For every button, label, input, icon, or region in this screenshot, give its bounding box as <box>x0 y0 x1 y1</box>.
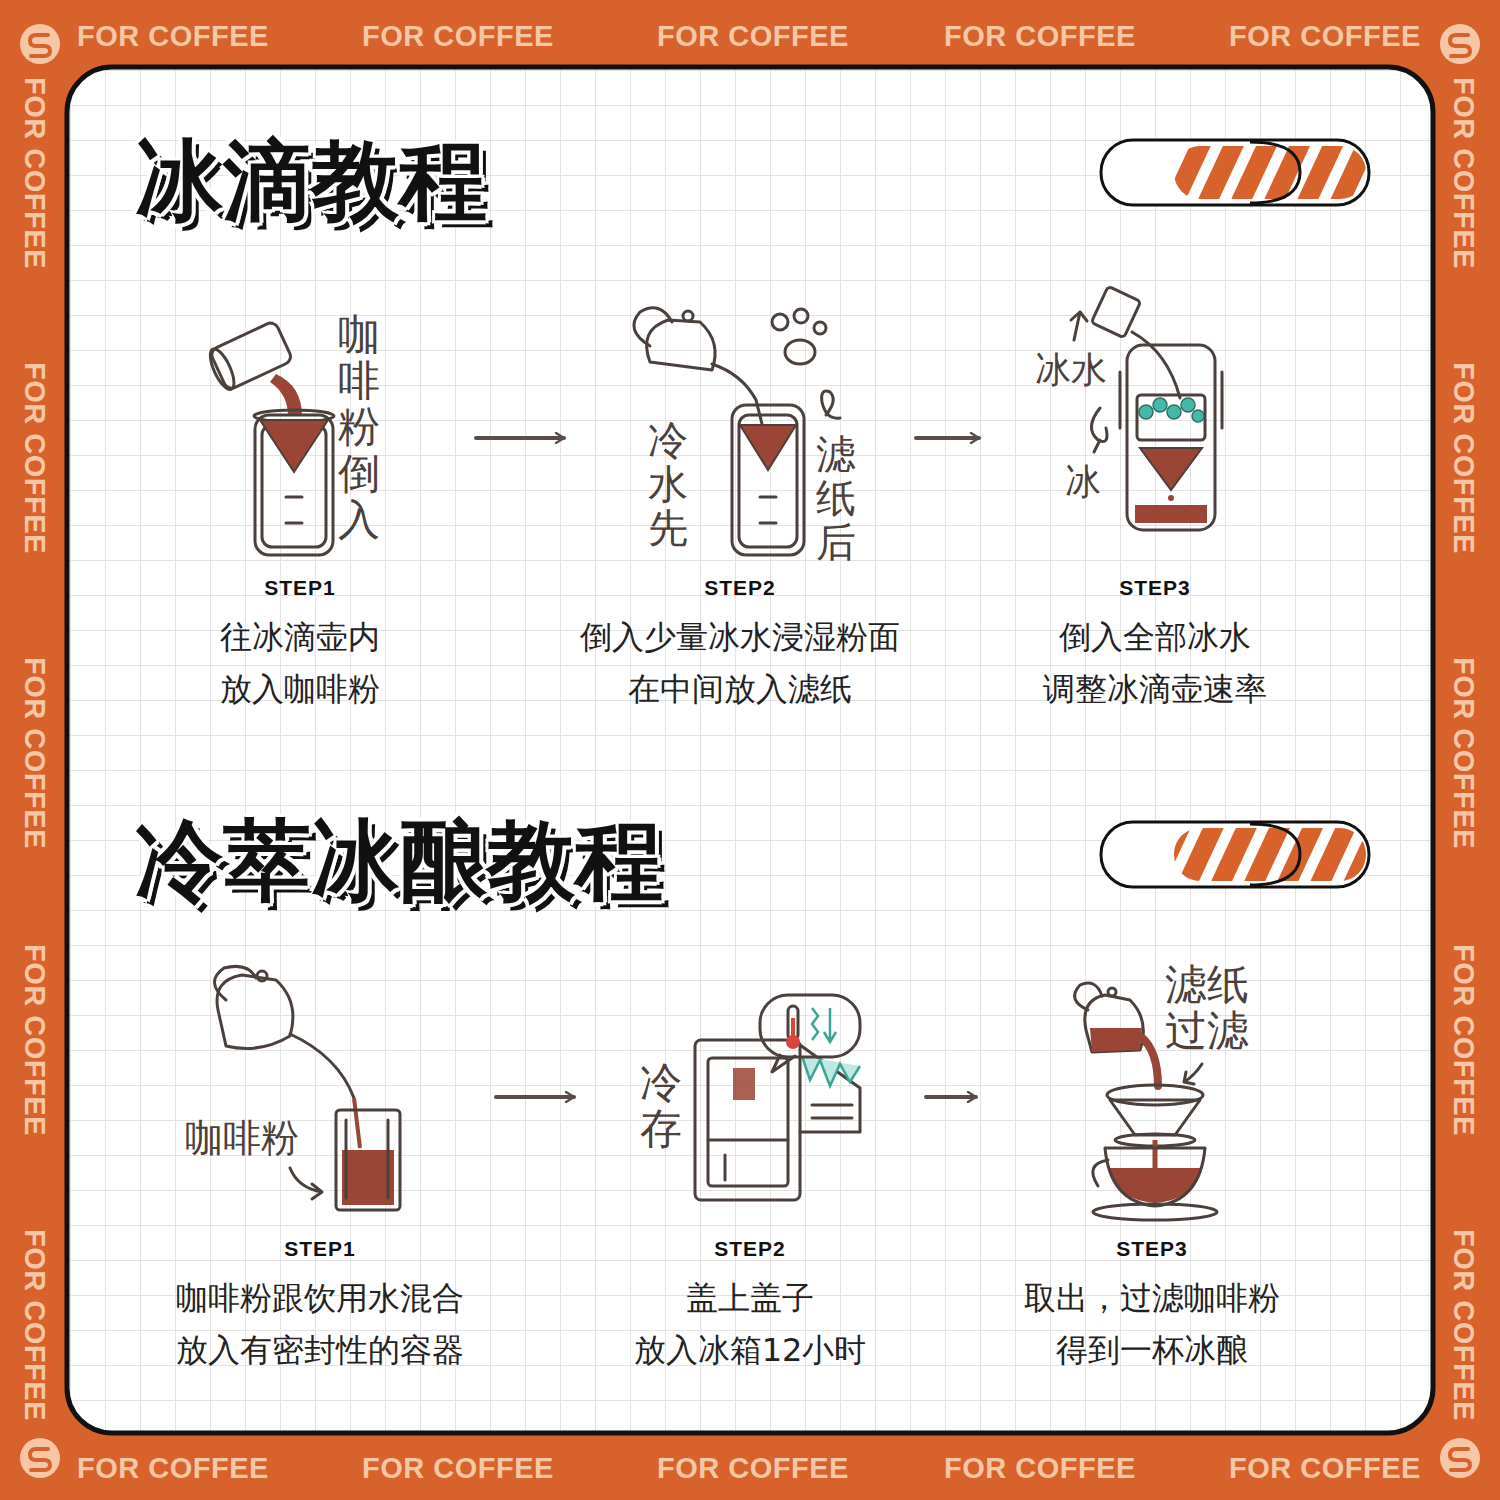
label-anchor: FOR COFFEE <box>1229 20 1421 53</box>
label-anchor: FOR COFFEE <box>77 20 269 53</box>
logo <box>20 24 1480 1478</box>
label-anchor: FOR COFFEE <box>18 1229 51 1421</box>
step-description: 倒入全部冰水 调整冰滴壶速率 <box>1043 611 1267 715</box>
label-anchor: FOR COFFEE <box>362 20 554 53</box>
watermark: FOR COFFEE <box>1447 944 1480 1136</box>
watermark: FOR COFFEE <box>77 20 269 53</box>
label-anchor: 滤纸 过滤 <box>1165 962 1249 1054</box>
step-card: STEP1 往冰滴壶内 放入咖啡粉 <box>130 290 470 721</box>
watermark: FOR COFFEE <box>1447 657 1480 849</box>
watermark: FOR COFFEE <box>18 657 51 849</box>
label-anchor: FOR COFFEE <box>1447 944 1480 1136</box>
step-label: STEP1 <box>130 575 470 601</box>
watermark: FOR COFFEE <box>944 1452 1136 1485</box>
label-anchor: FOR COFFEE <box>18 944 51 1136</box>
label-anchor: FOR COFFEE <box>1447 362 1480 554</box>
label-anchor: 冷水先 <box>648 418 688 550</box>
label-anchor: FOR COFFEE <box>1447 657 1480 849</box>
section-heading: 冰滴教程 <box>135 135 487 227</box>
step-card: STEP2 盖上盖子 放入冰箱12小时 <box>580 960 920 1382</box>
illustration <box>695 995 860 1200</box>
label-anchor: 冰水 <box>1035 350 1107 390</box>
label-anchor: FOR COFFEE <box>77 1452 269 1485</box>
step-card: STEP3 取出，过滤咖啡粉 得到一杯冰酿 <box>982 960 1322 1382</box>
handwritten-note: 滤纸后 <box>816 432 856 564</box>
watermark: FOR COFFEE <box>362 20 554 53</box>
label-anchor: FOR COFFEE <box>657 20 849 53</box>
step-label: STEP3 <box>982 1236 1322 1262</box>
label-anchor: FOR COFFEE <box>362 1452 554 1485</box>
step-description: 咖啡粉跟饮用水混合 放入有密封性的容器 <box>176 1272 464 1376</box>
step-description: 往冰滴壶内 放入咖啡粉 <box>220 611 380 715</box>
label-anchor: FOR COFFEE <box>944 1452 1136 1485</box>
label-anchor: 咖啡粉倒入 <box>338 312 380 543</box>
label-anchor: FOR COFFEE <box>1229 1452 1421 1485</box>
watermark: FOR COFFEE <box>1447 1229 1480 1421</box>
label-anchor: FOR COFFEE <box>944 20 1136 53</box>
handwritten-note: 冰水 <box>1035 350 1107 390</box>
handwritten-note: 冷存 <box>640 1060 682 1152</box>
step-description: 倒入少量冰水浸湿粉面 在中间放入滤纸 <box>580 611 900 715</box>
label-anchor: 咖啡粉 <box>185 1118 299 1160</box>
watermark: FOR COFFEE <box>657 20 849 53</box>
step-label: STEP2 <box>570 575 910 601</box>
flow-arrow <box>496 1095 574 1099</box>
label-anchor: FOR COFFEE <box>18 657 51 849</box>
step-label: STEP3 <box>985 575 1325 601</box>
handwritten-note: 冰 <box>1065 462 1101 502</box>
watermark: FOR COFFEE <box>18 362 51 554</box>
handwritten-note: 冷水先 <box>648 418 688 550</box>
step-label: STEP1 <box>150 1236 490 1262</box>
label-anchor: FOR COFFEE <box>18 362 51 554</box>
watermark: FOR COFFEE <box>1447 362 1480 554</box>
step-card: STEP2 倒入少量冰水浸湿粉面 在中间放入滤纸 <box>570 290 910 721</box>
watermark: FOR COFFEE <box>18 77 51 269</box>
label-anchor: FOR COFFEE <box>18 77 51 269</box>
label-anchor: 冰 <box>1065 462 1101 502</box>
step-card: STEP1 咖啡粉跟饮用水混合 放入有密封性的容器 <box>150 960 490 1382</box>
illustration <box>214 966 400 1210</box>
flow-arrow <box>926 1095 976 1099</box>
watermark: FOR COFFEE <box>362 1452 554 1485</box>
label-anchor: FOR COFFEE <box>657 1452 849 1485</box>
step-description: 取出，过滤咖啡粉 得到一杯冰酿 <box>1024 1272 1280 1376</box>
watermark: FOR COFFEE <box>944 20 1136 53</box>
handwritten-note: 咖啡粉 <box>185 1118 299 1160</box>
handwritten-note: 滤纸 过滤 <box>1165 962 1249 1054</box>
label-anchor: FOR COFFEE <box>1447 1229 1480 1421</box>
watermark: FOR COFFEE <box>18 944 51 1136</box>
watermark: FOR COFFEE <box>77 1452 269 1485</box>
illustration <box>206 320 334 555</box>
label-anchor: 冷存 <box>640 1060 682 1152</box>
striped-pill <box>1101 140 1369 887</box>
flow-arrow <box>476 436 564 440</box>
watermark: FOR COFFEE <box>18 1229 51 1421</box>
watermark: FOR COFFEE <box>1229 20 1421 53</box>
flow-arrow <box>916 436 979 440</box>
step-description: 盖上盖子 放入冰箱12小时 <box>634 1272 867 1376</box>
illustration <box>634 308 840 555</box>
handwritten-note: 咖啡粉倒入 <box>338 312 380 543</box>
section-panel: 冰滴教程 STEP1 往冰滴壶内 放入咖啡粉 STEP2 倒入少量冰水浸湿粉面 在中间放… <box>110 120 1390 730</box>
section-panel: 冷萃冰酿教程 STEP1 咖啡粉跟饮用水混合 放入有密封性的容器 STEP2 盖上盖子 … <box>110 800 1390 1400</box>
watermark: FOR COFFEE <box>657 1452 849 1485</box>
label-anchor: FOR COFFEE <box>1447 77 1480 269</box>
panel <box>67 67 1433 1433</box>
section-heading: 冷萃冰酿教程 <box>135 815 663 907</box>
watermark: FOR COFFEE <box>1229 1452 1421 1485</box>
watermark: FOR COFFEE <box>1447 77 1480 269</box>
step-label: STEP2 <box>580 1236 920 1262</box>
label-anchor: 滤纸后 <box>816 432 856 564</box>
